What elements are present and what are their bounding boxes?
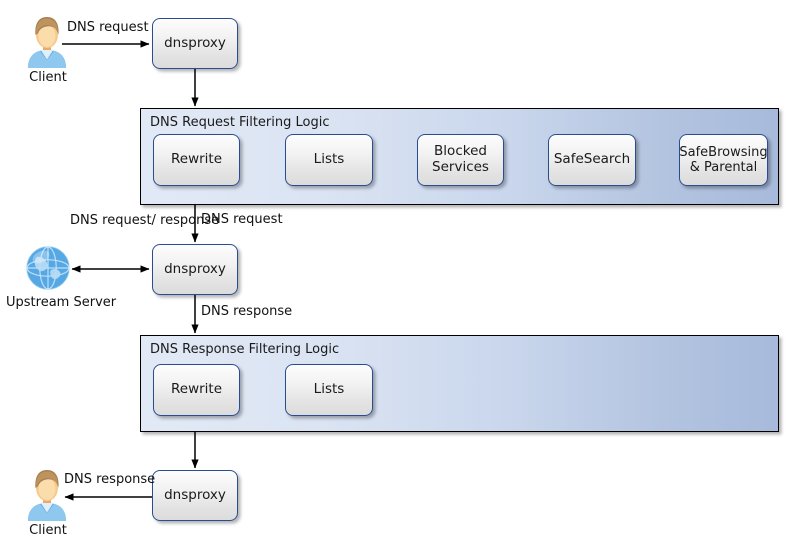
client-bottom-label: Client [29,523,67,538]
stage-lists-response[interactable]: Lists [285,364,373,416]
stage-safesearch[interactable]: SafeSearch [548,134,636,186]
edge-label-dnsproxy-to-panel-response: DNS response [201,304,293,319]
edge-label-dnsproxy-to-upstream-line1: DNS [70,213,98,228]
upstream-server-label-line2: Server [73,295,117,310]
stage-blocked-services[interactable]: Blocked Services [417,134,504,186]
stage-lists-request[interactable]: Lists [285,134,373,186]
dnsproxy-top-label: dnsproxy [164,34,226,51]
client-top-label: Client [29,70,67,85]
edge-label-client-to-dnsproxy: DNS request [67,20,149,35]
stage-rewrite-response[interactable]: Rewrite [153,364,240,416]
upstream-server-label-line1: Upstream [6,295,70,310]
upstream-server-globe [26,246,70,290]
stage-rewrite-response-label: Rewrite [170,381,223,398]
stage-lists-request-label: Lists [313,151,345,168]
dnsproxy-bottom-label: dnsproxy [164,486,226,503]
request-filtering-panel-title: DNS Request Filtering Logic [150,115,330,130]
dnsproxy-top-node[interactable]: dnsproxy [152,18,238,69]
edge-label-dnsproxy-to-upstream: DNS request/ response [70,213,219,228]
stage-blocked-services-label-line2: Services [432,159,489,175]
client-top-avatar [28,17,66,68]
response-filtering-panel-title: DNS Response Filtering Logic [150,342,340,357]
response-filtering-panel: DNS Response Filtering Logic [140,335,779,432]
upstream-server-label: Upstream Server [6,295,116,310]
dnsproxy-middle-label: dnsproxy [164,260,226,277]
edge-label-dnsproxy-to-upstream-line3: response [160,213,220,228]
stage-lists-response-label: Lists [313,381,345,398]
dnsproxy-bottom-node[interactable]: dnsproxy [152,470,238,521]
stage-blocked-services-label-line1: Blocked [434,143,487,160]
stage-safesearch-label: SafeSearch [553,151,631,168]
stage-rewrite-request-label: Rewrite [170,151,223,168]
edge-label-dnsproxy-to-client-response: DNS response [64,472,156,487]
edge-label-dnsproxy-to-upstream-line2: request/ [102,213,156,228]
dnsproxy-middle-node[interactable]: dnsproxy [152,244,238,295]
edge-label-panel-to-dnsproxy-request: DNS request [201,212,283,227]
stage-safebrowsing-parental-label-line2: & Parental [689,160,758,175]
stage-rewrite-request[interactable]: Rewrite [153,134,240,186]
stage-safebrowsing-parental[interactable]: SafeBrowsing & Parental [679,134,768,186]
stage-safebrowsing-parental-label-line1: SafeBrowsing [679,144,768,160]
client-bottom-avatar [28,470,66,521]
